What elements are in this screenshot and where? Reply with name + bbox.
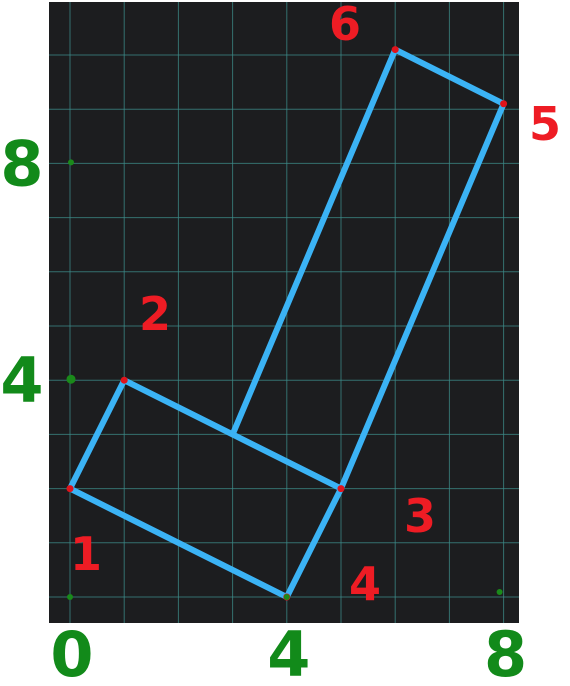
vertex-dot-2	[120, 376, 128, 384]
axis-labels: 0 4 8 4 8	[0, 127, 527, 686]
vertex-label-3: 3	[404, 489, 436, 543]
vertex-dot-1	[66, 485, 74, 493]
shape-edge	[229, 46, 399, 438]
axis-dot-x-8	[496, 589, 503, 595]
shape-edge	[67, 485, 290, 600]
shape-edge	[67, 377, 128, 492]
shape-edge	[338, 100, 507, 492]
vertex-label-6: 6	[329, 0, 361, 51]
x-axis-label-4: 4	[267, 618, 310, 686]
x-axis-label-0: 0	[50, 618, 93, 686]
y-axis-label-4: 4	[0, 344, 43, 417]
shape-edge	[392, 46, 507, 107]
vertex-labels: 1 2 34 5 6	[70, 0, 561, 611]
vertex-dot-3	[337, 485, 345, 493]
vertex-label-2: 2	[139, 287, 171, 341]
axis-dot-x-0	[67, 594, 73, 600]
vertex-label-4: 4	[349, 557, 381, 611]
y-axis-label-8: 8	[0, 127, 43, 200]
axis-dot-y-8	[68, 159, 74, 166]
axis-dot-y-4	[66, 374, 76, 384]
axis-dot-x-4	[283, 594, 290, 600]
x-axis-label-8: 8	[484, 618, 527, 686]
vertex-dot-5	[500, 100, 508, 108]
shape-outline	[67, 46, 507, 600]
vertex-dot-6	[391, 46, 399, 54]
vertex-label-5: 5	[529, 97, 561, 151]
vertex-label-1: 1	[70, 527, 102, 581]
shape-edge	[283, 485, 344, 600]
